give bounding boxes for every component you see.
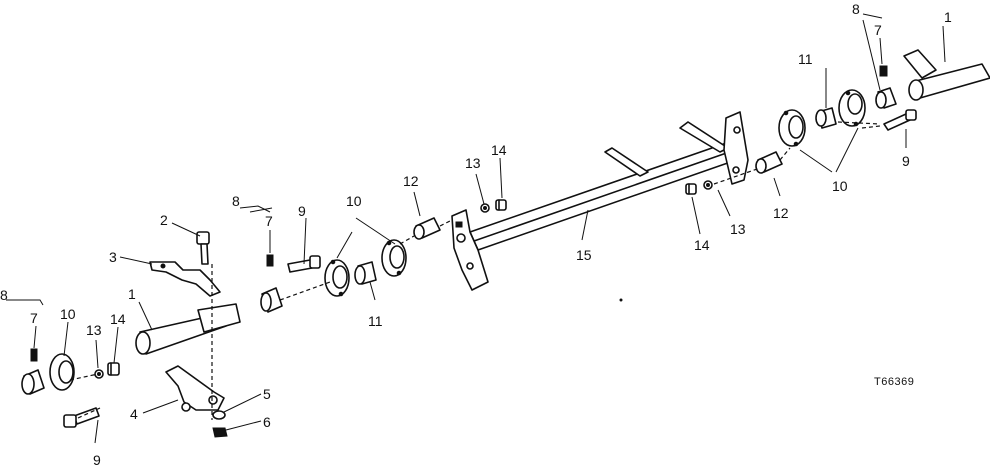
callout-2: 2 <box>160 212 168 228</box>
callout-5: 5 <box>263 386 271 402</box>
lever-part-1-left <box>135 303 241 355</box>
assembly-lines <box>69 121 881 420</box>
nut-part-14-upper <box>495 199 507 211</box>
callout-1-left: 1 <box>128 286 136 302</box>
washer-part-5 <box>212 410 226 420</box>
collar-part-8-center <box>260 287 283 313</box>
lever-part-1-right <box>903 49 990 101</box>
bearing-part-11-center <box>354 261 377 285</box>
callout-7-right: 7 <box>874 22 882 38</box>
bolt-part-9-left <box>63 407 100 428</box>
flange-part-10-center-right <box>381 239 407 277</box>
callout-10-left: 10 <box>60 306 76 322</box>
callout-11-center: 11 <box>368 313 383 329</box>
callout-14-upper: 14 <box>491 142 507 158</box>
nut-part-14-left <box>107 362 120 376</box>
washer-part-13-right <box>703 180 713 190</box>
callout-14-left: 14 <box>110 311 126 327</box>
callout-9-center: 9 <box>298 203 306 219</box>
callout-6: 6 <box>263 414 271 430</box>
flange-part-10-right-b <box>838 89 866 127</box>
callout-1-right: 1 <box>944 9 952 25</box>
callout-8-center: 8 <box>232 193 240 209</box>
main-shaft-part-15 <box>451 111 749 291</box>
callout-13-upper: 13 <box>465 155 481 171</box>
callout-13-right: 13 <box>730 221 746 237</box>
callout-4: 4 <box>130 406 138 422</box>
callout-7-center: 7 <box>265 213 273 229</box>
callout-7-left: 7 <box>30 310 38 326</box>
bracket-part-4 <box>165 365 225 412</box>
bolt-part-2 <box>196 231 210 265</box>
setscrew-part-7-center <box>266 254 274 267</box>
callout-9-left: 9 <box>93 452 101 468</box>
collar-part-8-left <box>21 369 45 395</box>
callout-15: 15 <box>576 247 592 263</box>
callout-10-right: 10 <box>832 178 848 194</box>
leader-lines <box>6 13 946 444</box>
callout-8-right: 8 <box>852 1 860 17</box>
flange-part-10-right-a <box>778 109 806 147</box>
stray-dot <box>619 298 623 302</box>
callout-3: 3 <box>109 249 117 265</box>
drawing-code: T66369 <box>874 376 914 388</box>
group-brackets <box>249 207 273 213</box>
callout-13-left: 13 <box>86 322 102 338</box>
nut-part-6 <box>212 427 228 438</box>
flange-part-10-left <box>49 353 75 391</box>
bolt-part-9-center <box>287 255 321 273</box>
callout-labels: 1 1 2 3 4 5 6 7 7 7 8 8 8 9 9 9 10 10 10… <box>0 1 952 468</box>
callout-14-right: 14 <box>694 237 710 253</box>
callout-8-left: 8 <box>0 287 8 303</box>
bolt-part-9-right <box>883 109 917 131</box>
washer-part-13-left <box>94 369 104 379</box>
flange-part-10-center-left <box>324 259 350 297</box>
callout-12-right: 12 <box>773 205 789 221</box>
callout-9-right: 9 <box>902 153 910 169</box>
callout-12-center: 12 <box>403 173 419 189</box>
bushing-part-12-left <box>413 217 441 240</box>
setscrew-part-7-left <box>30 348 38 362</box>
setscrew-part-7-right <box>879 65 888 77</box>
callout-11-right: 11 <box>798 51 813 67</box>
bearing-part-11-right <box>815 107 837 129</box>
collar-part-8-right <box>875 87 897 109</box>
nut-part-13-upper <box>480 203 490 213</box>
clamp-part-3 <box>149 261 221 297</box>
callout-10-center: 10 <box>346 193 362 209</box>
nut-part-14-right <box>685 183 697 195</box>
bushing-part-12-right <box>755 151 783 174</box>
